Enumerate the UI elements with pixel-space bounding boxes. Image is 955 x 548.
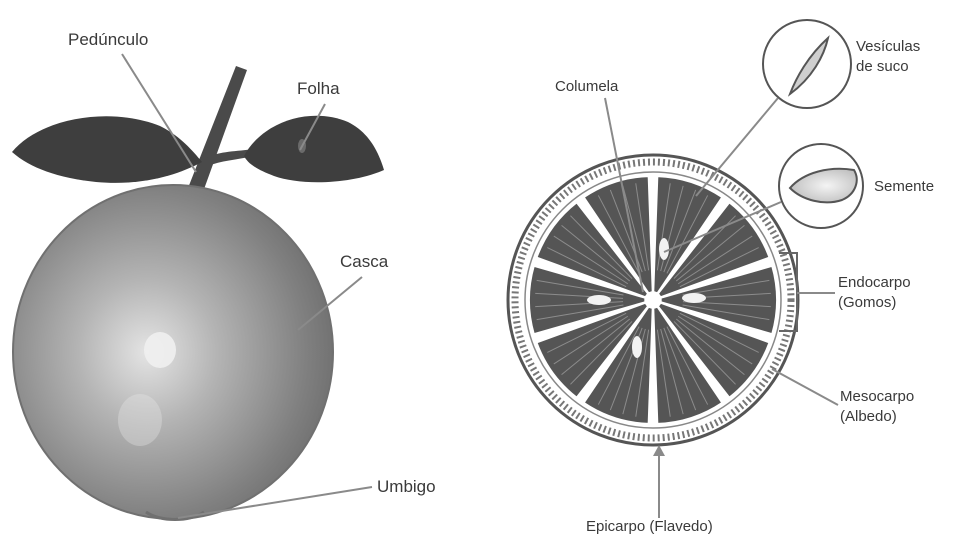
label-columella: Columela: [555, 78, 618, 96]
left-leaf: [12, 116, 202, 183]
epicarp-arrowhead: [653, 445, 665, 456]
whole-fruit: [12, 54, 384, 520]
label-peel: Casca: [340, 252, 388, 272]
label-mesocarp-1: Mesocarpo: [840, 388, 914, 406]
inner-seed-3: [659, 238, 669, 260]
label-peduncle: Pedúnculo: [68, 30, 148, 50]
label-mesocarp-2: (Albedo): [840, 408, 897, 426]
label-endocarp-1: Endocarpo: [838, 274, 911, 292]
stem: [188, 66, 247, 192]
label-endocarp-2: (Gomos): [838, 294, 896, 312]
label-juice-vesicles-2: de suco: [856, 58, 909, 76]
label-navel: Umbigo: [377, 477, 436, 497]
label-epicarp: Epicarpo (Flavedo): [586, 518, 713, 536]
inner-seed-2: [682, 293, 706, 303]
label-juice-vesicles-1: Vesículas: [856, 38, 920, 56]
label-leaf: Folha: [297, 79, 340, 99]
inner-seed-4: [632, 336, 642, 358]
label-seed: Semente: [874, 178, 934, 196]
mesocarp-leader: [772, 369, 838, 405]
fruit-reflection: [118, 394, 162, 446]
fruit-highlight: [144, 332, 176, 368]
section-center: [646, 293, 660, 307]
inner-seed-1: [587, 295, 611, 305]
